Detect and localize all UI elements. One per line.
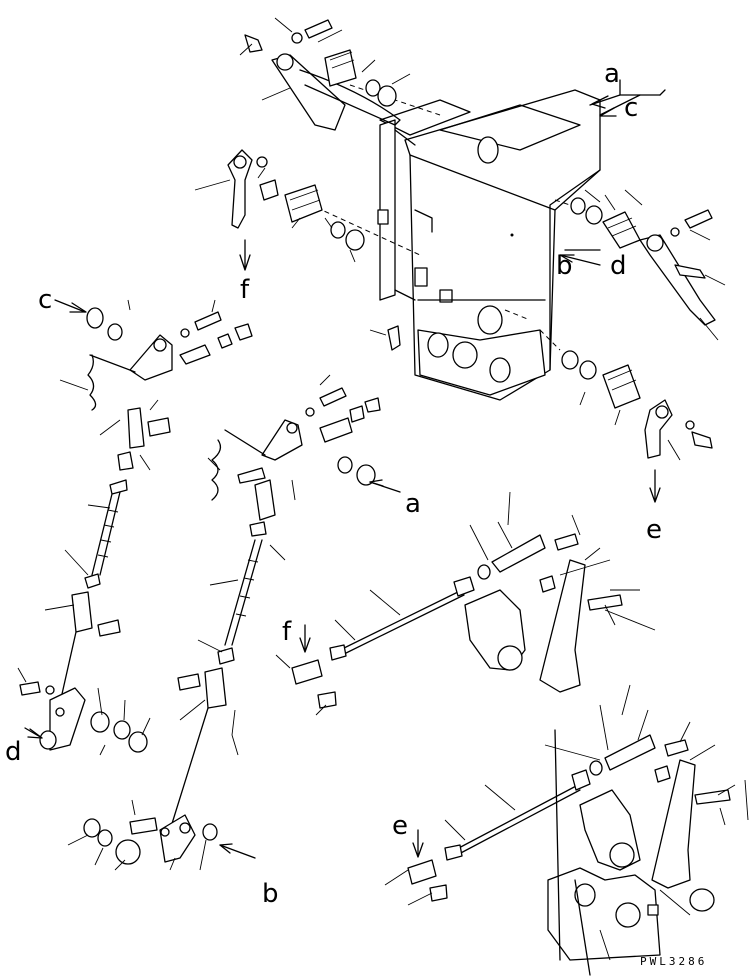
top-lever-assembly xyxy=(239,17,411,131)
callout-arrows xyxy=(24,79,666,859)
callout-f-mid: f xyxy=(282,617,292,647)
callout-d-left: d xyxy=(5,737,22,767)
middle-rod-assembly xyxy=(67,374,381,871)
callout-labels: a c b d c f a e f d b e xyxy=(5,59,662,909)
left-rod-assembly xyxy=(17,299,253,756)
upper-linkage-rod xyxy=(275,491,656,716)
lever-e-assembly xyxy=(369,325,713,503)
callout-b-bottom: b xyxy=(262,879,279,909)
lever-f-assembly xyxy=(194,149,365,271)
callout-e-bottom: e xyxy=(392,811,408,841)
callout-d-right: d xyxy=(610,251,627,281)
callout-a-mid: a xyxy=(405,489,421,519)
callout-f-top: f xyxy=(240,275,250,305)
drawing-code: PWL3286 xyxy=(640,955,707,968)
lower-linkage-rod xyxy=(384,684,749,976)
callout-a-top: a xyxy=(604,59,620,89)
callout-c-top: c xyxy=(624,93,638,123)
right-pedal-assembly xyxy=(570,189,726,341)
callout-e-right: e xyxy=(646,515,662,545)
main-housing xyxy=(377,89,601,401)
callout-b-right: b xyxy=(556,251,573,281)
callout-c-left: c xyxy=(38,285,52,315)
